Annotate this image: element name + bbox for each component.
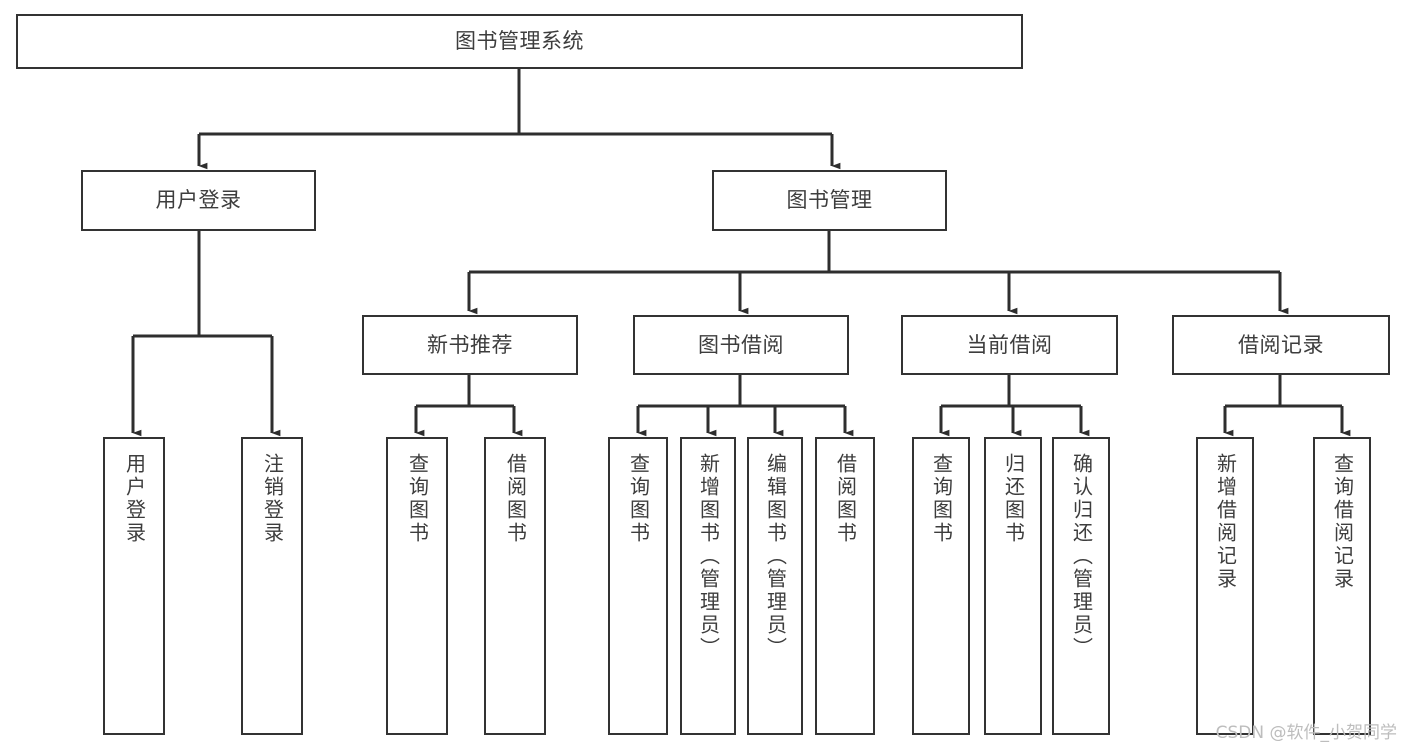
- node-book-borrow-label: 图书借阅: [698, 332, 784, 357]
- node-borrow-record-label: 借阅记录: [1238, 332, 1324, 357]
- node-user-login[interactable]: 用户登录: [81, 170, 316, 231]
- node-leaf-add-borrow-record[interactable]: 新增借阅记录: [1196, 437, 1254, 735]
- node-leaf-add-book-admin[interactable]: 新增图书（管理员）: [680, 437, 736, 735]
- node-current-borrow[interactable]: 当前借阅: [901, 315, 1118, 375]
- node-leaf-query-book-borrow-label: 查询图书: [626, 453, 651, 545]
- node-leaf-query-borrow-record[interactable]: 查询借阅记录: [1313, 437, 1371, 735]
- csdn-watermark: CSDN @软件_小贺同学: [1215, 723, 1397, 743]
- node-root[interactable]: 图书管理系统: [16, 14, 1023, 69]
- node-user-login-label: 用户登录: [155, 188, 242, 213]
- node-leaf-user-login-label: 用户登录: [122, 453, 147, 545]
- node-new-book-recommend[interactable]: 新书推荐: [362, 315, 578, 375]
- node-leaf-borrow-book-rec-label: 借阅图书: [503, 453, 528, 545]
- node-leaf-query-borrow-record-label: 查询借阅记录: [1330, 453, 1355, 591]
- node-leaf-query-book-current-label: 查询图书: [929, 453, 954, 545]
- node-leaf-return-book-label: 归还图书: [1001, 453, 1026, 545]
- node-leaf-query-book-rec[interactable]: 查询图书: [386, 437, 448, 735]
- node-book-borrow[interactable]: 图书借阅: [633, 315, 849, 375]
- node-leaf-borrow-book-label: 借阅图书: [833, 453, 858, 545]
- node-leaf-edit-book-admin[interactable]: 编辑图书（管理员）: [747, 437, 803, 735]
- node-leaf-return-book[interactable]: 归还图书: [984, 437, 1042, 735]
- node-leaf-add-borrow-record-label: 新增借阅记录: [1213, 453, 1238, 591]
- node-leaf-user-logout[interactable]: 注销登录: [241, 437, 303, 735]
- node-root-label: 图书管理系统: [455, 29, 584, 54]
- node-leaf-confirm-return-admin-label: 确认归还（管理员）: [1069, 453, 1094, 660]
- node-leaf-borrow-book[interactable]: 借阅图书: [815, 437, 875, 735]
- node-leaf-user-logout-label: 注销登录: [260, 453, 285, 545]
- node-borrow-record[interactable]: 借阅记录: [1172, 315, 1390, 375]
- node-leaf-query-book-current[interactable]: 查询图书: [912, 437, 970, 735]
- node-leaf-borrow-book-rec[interactable]: 借阅图书: [484, 437, 546, 735]
- node-book-manage[interactable]: 图书管理: [712, 170, 947, 231]
- node-leaf-user-login[interactable]: 用户登录: [103, 437, 165, 735]
- node-leaf-confirm-return-admin[interactable]: 确认归还（管理员）: [1052, 437, 1110, 735]
- node-leaf-edit-book-admin-label: 编辑图书（管理员）: [763, 453, 788, 660]
- node-new-book-recommend-label: 新书推荐: [427, 332, 513, 357]
- node-leaf-query-book-borrow[interactable]: 查询图书: [608, 437, 668, 735]
- node-leaf-query-book-rec-label: 查询图书: [405, 453, 430, 545]
- node-leaf-add-book-admin-label: 新增图书（管理员）: [696, 453, 721, 660]
- node-current-borrow-label: 当前借阅: [966, 332, 1053, 357]
- node-book-manage-label: 图书管理: [786, 188, 873, 213]
